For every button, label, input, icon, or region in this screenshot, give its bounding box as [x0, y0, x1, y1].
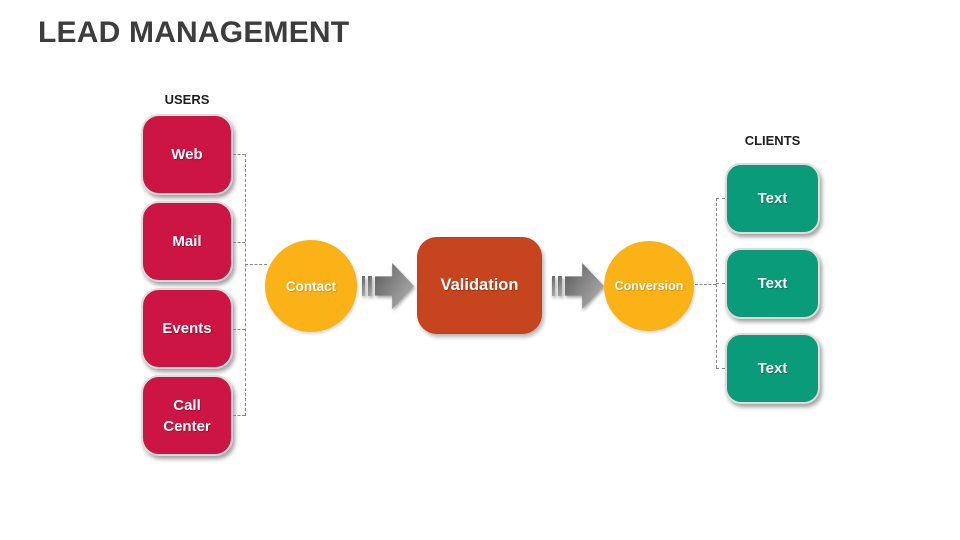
client-box-2: Text	[725, 248, 820, 319]
clients-connector-stub-conversion	[695, 284, 716, 285]
arrow-tail-stripe	[558, 276, 562, 296]
clients-connector-stub-top	[716, 198, 725, 199]
page-title: LEAD MANAGEMENT	[38, 16, 350, 49]
client-box-3: Text	[725, 333, 820, 404]
user-box-mail: Mail	[141, 201, 233, 282]
user-box-web: Web	[141, 114, 233, 195]
arrow-head	[375, 263, 414, 309]
contact-label: Contact	[285, 278, 337, 294]
validation-label: Validation	[440, 276, 519, 294]
client-box-label: Text	[757, 190, 788, 207]
arrow-tail-stripe	[552, 276, 555, 296]
user-box-label: Web	[171, 146, 203, 163]
user-box-call-center: Call Center	[141, 375, 233, 456]
arrow-tail-stripe	[362, 276, 365, 296]
block-arrow-right-icon	[552, 263, 604, 309]
users-connector-stub-contact	[245, 264, 267, 265]
clients-connector-stub-bottom	[716, 368, 725, 369]
client-box-1: Text	[725, 163, 820, 234]
conversion-label: Conversion	[614, 279, 684, 293]
clients-connector-stub-middle	[716, 283, 725, 284]
users-connector-vertical-line	[245, 154, 246, 416]
client-box-label: Text	[757, 360, 788, 377]
user-box-events: Events	[141, 288, 233, 369]
users-connector-stub-mail	[233, 242, 245, 243]
users-connector-stub-call-center	[233, 415, 245, 416]
users-connector-stub-events	[233, 329, 245, 330]
arrow-head	[565, 263, 604, 309]
user-box-label: Mail	[172, 233, 202, 250]
client-box-label: Text	[757, 275, 788, 292]
users-column-label: USERS	[164, 92, 210, 107]
users-connector-stub-web	[233, 154, 245, 155]
user-box-label: Events	[162, 320, 212, 337]
arrow-tail-stripe	[368, 276, 372, 296]
validation-node: Validation	[417, 237, 542, 334]
block-arrow-right-icon	[362, 263, 414, 309]
contact-node: Contact	[265, 240, 357, 332]
user-box-label: Call Center	[163, 396, 211, 435]
conversion-node: Conversion	[604, 241, 694, 331]
clients-column-label: CLIENTS	[744, 133, 801, 148]
